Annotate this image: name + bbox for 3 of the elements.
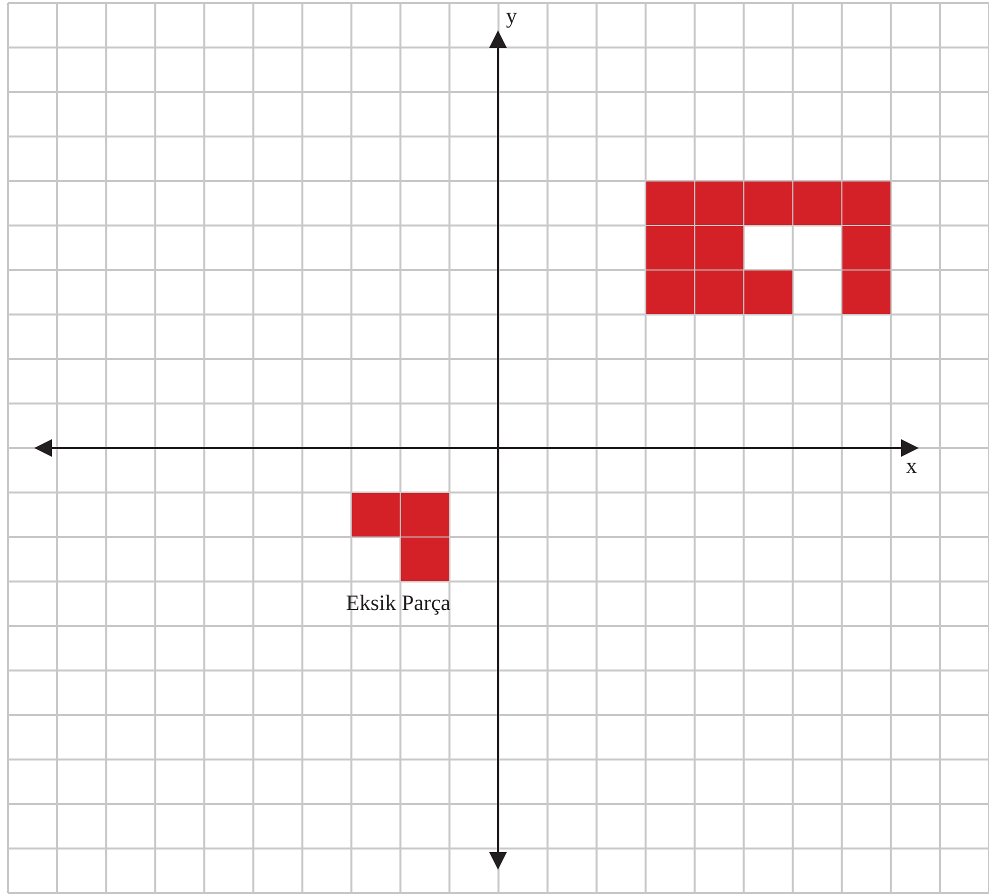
piece-caption: Eksik Parça bbox=[346, 592, 450, 614]
axis-label: y bbox=[506, 5, 517, 27]
axis-label: x bbox=[906, 455, 917, 477]
